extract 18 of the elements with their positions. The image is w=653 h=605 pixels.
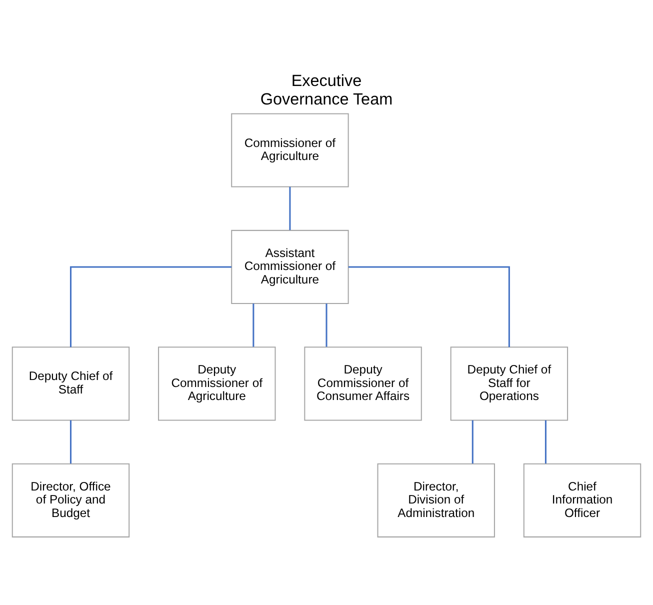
node-box: Commissioner of Agriculture [231,112,349,187]
diagram-title: Executive Governance Team [260,72,393,108]
node-box: Director, Division of Administration [377,462,495,537]
node-box: Deputy Chief of Staff [12,346,130,420]
connector [70,266,232,347]
connector [70,420,72,464]
node-box: Chief Information Officer [523,462,642,537]
connector [289,186,291,230]
connector [472,420,474,464]
node-box: Deputy Chief of Staff for Operations [450,346,568,420]
connector [348,266,510,347]
node-box: Director, Office of Policy and Budget [12,462,130,537]
connector [326,303,328,346]
node-box: Deputy Commissioner of Consumer Affairs [304,346,422,420]
node-box: Assistant Commissioner of Agriculture [231,229,349,304]
connector [544,420,546,464]
connector [252,303,254,346]
node-box: Deputy Commissioner of Agriculture [158,346,276,420]
